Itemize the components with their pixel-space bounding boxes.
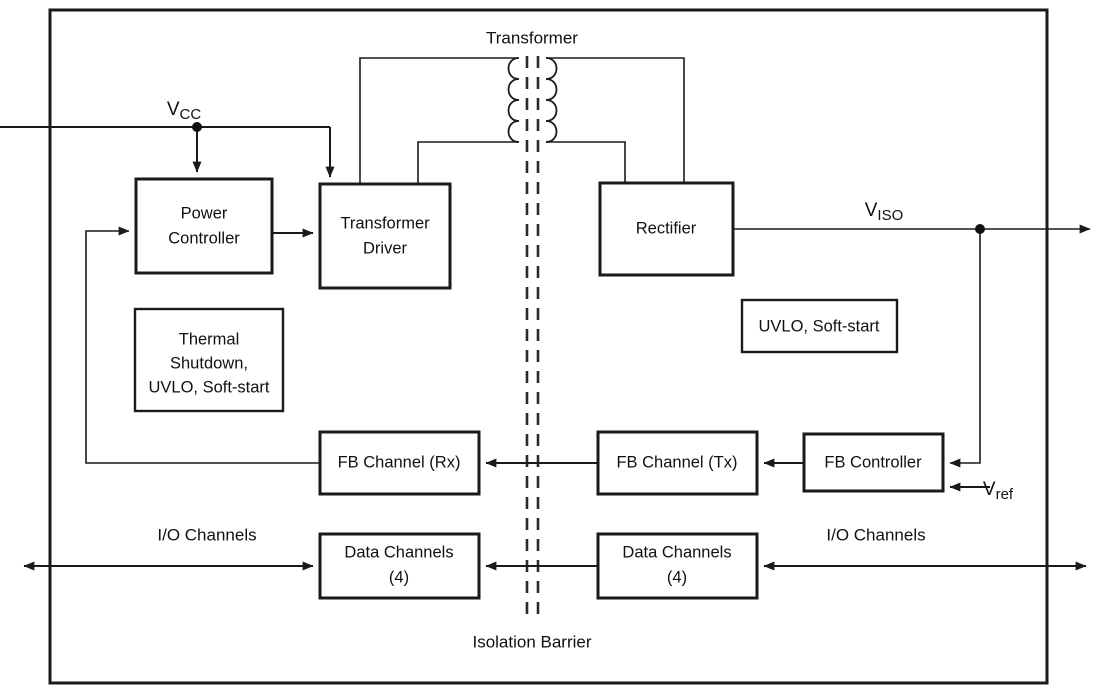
annotation-labels-layer: Transformer Isolation Barrier I/O Channe… — [157, 28, 1014, 651]
block-fb-channel-tx[interactable] — [596, 430, 759, 496]
label-data-channels-secondary-l2: (4) — [667, 568, 687, 586]
isolation-barrier-lines — [525, 56, 540, 618]
label-viso: VISO — [865, 200, 904, 224]
vcc-junction-dot — [192, 122, 202, 132]
label-transformer-driver-l1: Transformer — [340, 214, 430, 232]
label-vref: Vref — [983, 479, 1014, 503]
label-fb-controller: FB Controller — [824, 453, 922, 471]
label-thermal-shutdown-l1: Thermal — [179, 330, 240, 348]
block-fb-channel-rx[interactable] — [318, 430, 481, 496]
label-thermal-shutdown-l2: Shutdown, — [170, 354, 248, 372]
label-transformer-driver-l2: Driver — [363, 239, 408, 257]
primary-transformer-wiring — [359, 57, 519, 184]
label-isolation-barrier: Isolation Barrier — [472, 632, 591, 651]
viso-junction-dot — [975, 224, 985, 234]
block-rectifier[interactable] — [598, 181, 735, 277]
viso-rail — [733, 224, 1091, 468]
label-uvlo-soft-start: UVLO, Soft-start — [758, 317, 879, 335]
device-outline — [48, 8, 1049, 685]
secondary-transformer-wiring — [546, 57, 685, 183]
wire-fbrx-to-powerctl — [85, 226, 320, 464]
block-power-controller[interactable] — [134, 177, 274, 275]
block-thermal-shutdown[interactable] — [133, 307, 285, 413]
block-fb-controller[interactable] — [802, 432, 945, 493]
label-fb-channel-tx: FB Channel (Tx) — [616, 453, 737, 471]
transformer-symbol — [507, 57, 558, 143]
block-labels-layer: Power Controller Transformer Driver Ther… — [148, 204, 922, 586]
label-rectifier: Rectifier — [636, 219, 697, 237]
label-fb-channel-rx: FB Channel (Rx) — [338, 453, 461, 471]
label-data-channels-primary-l2: (4) — [389, 568, 409, 586]
label-data-channels-secondary-l1: Data Channels — [622, 543, 731, 561]
vcc-rail — [0, 122, 335, 178]
label-power-controller-l2: Controller — [168, 229, 240, 247]
block-transformer-driver[interactable] — [318, 182, 452, 290]
label-io-channels-right: I/O Channels — [826, 525, 925, 544]
label-io-channels-left: I/O Channels — [157, 525, 256, 544]
block-data-channels-secondary[interactable] — [596, 532, 759, 600]
blocks-layer — [133, 177, 945, 600]
label-transformer: Transformer — [486, 28, 578, 47]
block-uvlo-soft-start[interactable] — [740, 298, 899, 354]
label-thermal-shutdown-l3: UVLO, Soft-start — [148, 378, 269, 396]
label-vcc: VCC — [167, 99, 202, 123]
block-data-channels-primary[interactable] — [318, 532, 481, 600]
label-data-channels-primary-l1: Data Channels — [344, 543, 453, 561]
label-power-controller-l1: Power — [181, 204, 228, 222]
